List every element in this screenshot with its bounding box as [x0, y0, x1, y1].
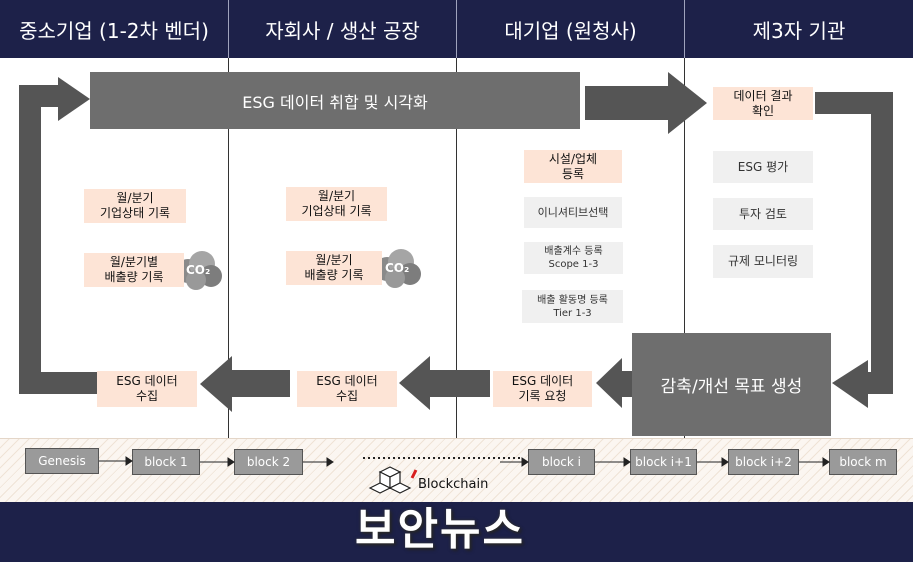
data-record-request: ESG 데이터 기록 요청	[493, 371, 592, 407]
header-bar: 중소기업 (1-2차 벤더) 자회사 / 생산 공장 대기업 (원청사) 제3자…	[0, 0, 913, 58]
data-result-confirm: 데이터 결과 확인	[713, 87, 813, 120]
initiative-select: 이니셔티브선택	[524, 197, 622, 228]
loop-arrow-left	[19, 85, 98, 394]
co2-label: CO₂	[385, 261, 410, 275]
block-item: block m	[829, 449, 897, 475]
esg-evaluation: ESG 평가	[713, 151, 813, 183]
column-header-subsidiary: 자회사 / 생산 공장	[265, 18, 420, 43]
subsidiary-status-record: 월/분기 기업상태 기록	[286, 187, 387, 221]
co2-label: CO₂	[186, 263, 211, 277]
arrow-to-subsidiary	[399, 356, 490, 410]
block-genesis: Genesis	[25, 448, 99, 474]
subsidiary-data-collect: ESG 데이터 수집	[297, 371, 397, 407]
blockchain-label: Blockchain	[418, 477, 489, 492]
sme-data-collect: ESG 데이터 수집	[97, 371, 197, 407]
header-divider	[684, 0, 685, 58]
footer-bar	[0, 502, 913, 562]
loop-arrow-right	[815, 92, 893, 394]
investment-review: 투자 검토	[713, 198, 813, 230]
header-divider	[456, 0, 457, 58]
block-item: block i+2	[728, 449, 799, 475]
facility-register: 시설/업체 등록	[524, 150, 622, 183]
column-header-third-party: 제3자 기관	[752, 18, 846, 43]
arrow-to-third-party	[585, 72, 707, 134]
reduction-goal-box: 감축/개선 목표 생성	[632, 333, 831, 436]
emission-activity-register: 배출 활동명 등록 Tier 1-3	[522, 290, 623, 323]
regulation-monitoring: 규제 모니터링	[713, 245, 813, 278]
sme-emission-record: 월/분기별 배출량 기록	[84, 253, 184, 287]
column-divider	[684, 58, 685, 438]
esg-aggregation-bar: ESG 데이터 취합 및 시각화	[90, 72, 580, 129]
arrowhead-icon	[58, 77, 90, 121]
column-header-enterprise: 대기업 (원청사)	[504, 18, 637, 43]
column-divider	[228, 58, 229, 438]
arrow-to-sme	[200, 356, 290, 412]
emission-factor-register: 배출계수 등록 Scope 1-3	[524, 242, 623, 274]
header-divider	[228, 0, 229, 58]
sme-status-record: 월/분기 기업상태 기록	[84, 189, 186, 223]
arrow-to-request	[596, 358, 632, 408]
block-item: block 1	[132, 449, 200, 475]
subsidiary-emission-record: 월/분기 배출량 기록	[286, 251, 382, 285]
block-item: block 2	[234, 449, 303, 475]
watermark-logo: 보안뉴스	[355, 504, 525, 555]
arrowhead-icon	[832, 360, 868, 408]
block-item: block i+1	[630, 449, 697, 475]
column-divider	[456, 58, 457, 438]
column-header-sme: 중소기업 (1-2차 벤더)	[19, 18, 209, 43]
